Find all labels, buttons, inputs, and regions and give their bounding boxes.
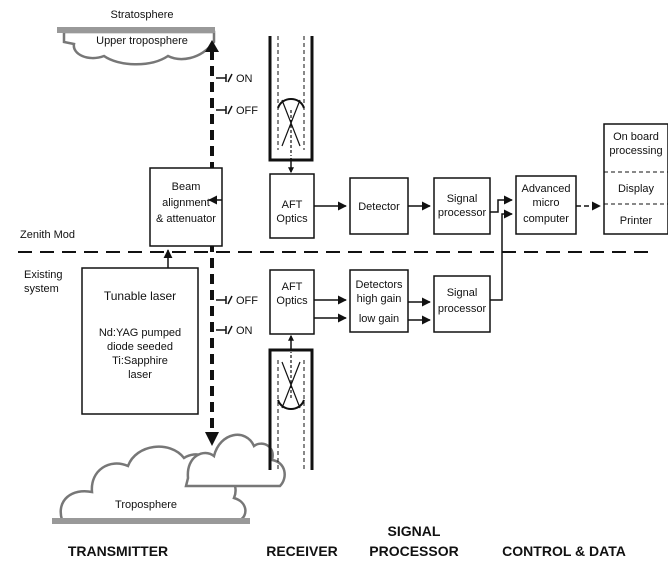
output-onboard-line-2: processing (609, 145, 662, 157)
tunable-laser-box (81, 267, 199, 415)
signal-processor-lower-box (433, 275, 491, 333)
computer-line-1: Advanced (522, 183, 571, 195)
aft-optics-lower-box (269, 269, 315, 335)
signal-processor-upper-line-1: Signal (447, 193, 478, 205)
upper-telescope (268, 36, 314, 174)
aft-optics-upper-box (269, 173, 315, 239)
aft-optics-lower-line-2: Optics (276, 295, 308, 307)
aft-optics-lower-line-1: AFT (282, 281, 303, 293)
tunable-laser-desc-3: Ti:Sapphire (112, 355, 168, 367)
signal-processor-upper-box (433, 177, 491, 235)
switch-lower-on (216, 325, 233, 335)
zenith-mod-label: Zenith Mod (20, 229, 75, 241)
flow-arrows (314, 195, 601, 325)
switch-lower-off-label: OFF (236, 295, 258, 307)
output-onboard-line-1: On board (613, 131, 659, 143)
aft-optics-upper-line-2: Optics (276, 213, 308, 225)
signal-processor-lower-line-2: processor (438, 303, 487, 315)
aft-optics-upper-line-1: AFT (282, 199, 303, 211)
tunable-laser-desc-1: Nd:YAG pumped (99, 327, 181, 339)
beam-alignment-line-1: Beam (172, 181, 201, 193)
upper-troposphere-label: Upper troposphere (96, 35, 188, 47)
tunable-laser-title: Tunable laser (104, 289, 176, 303)
lower-cloud (52, 433, 286, 524)
beam-arrow-up (205, 40, 219, 52)
section-receiver: RECEIVER (266, 543, 338, 559)
output-display-label: Display (618, 183, 655, 195)
switch-upper-on-label: ON (236, 73, 253, 85)
section-signal-processor-2: PROCESSOR (369, 543, 458, 559)
detectors-line-3: low gain (359, 313, 399, 325)
detectors-line-1: Detectors (355, 279, 403, 291)
computer-line-3: computer (523, 213, 569, 225)
upper-cloud (57, 27, 216, 66)
stratosphere-label: Stratosphere (111, 9, 174, 21)
computer-box (515, 175, 577, 235)
troposphere-label: Troposphere (115, 499, 177, 511)
section-transmitter: TRANSMITTER (68, 543, 168, 559)
signal-processor-lower-line-1: Signal (447, 287, 478, 299)
switch-lower-off (216, 295, 233, 305)
tunable-laser-desc-4: laser (128, 369, 152, 381)
output-printer-label: Printer (620, 215, 653, 227)
signal-processor-upper-line-2: processor (438, 207, 487, 219)
beam-alignment-box (149, 167, 223, 247)
section-control-data: CONTROL & DATA (502, 543, 626, 559)
switch-upper-off (216, 105, 233, 115)
existing-system-label-2: system (24, 283, 59, 295)
existing-system-label-1: Existing (24, 269, 63, 281)
beam-alignment-line-2: alignment (162, 197, 210, 209)
beam-arrow-down (205, 432, 219, 446)
section-signal-processor-1: SIGNAL (388, 523, 441, 539)
output-box (603, 123, 668, 235)
switch-lower-on-label: ON (236, 325, 253, 337)
switch-upper-on (216, 73, 233, 83)
computer-line-2: micro (533, 197, 560, 209)
switch-upper-off-label: OFF (236, 105, 258, 117)
detector-label: Detector (358, 201, 400, 213)
beam-alignment-line-3: & attenuator (156, 213, 216, 225)
tunable-laser-desc-2: diode seeded (107, 341, 173, 353)
detectors-line-2: high gain (357, 293, 402, 305)
detectors-box (349, 269, 409, 333)
lower-telescope (268, 334, 314, 470)
